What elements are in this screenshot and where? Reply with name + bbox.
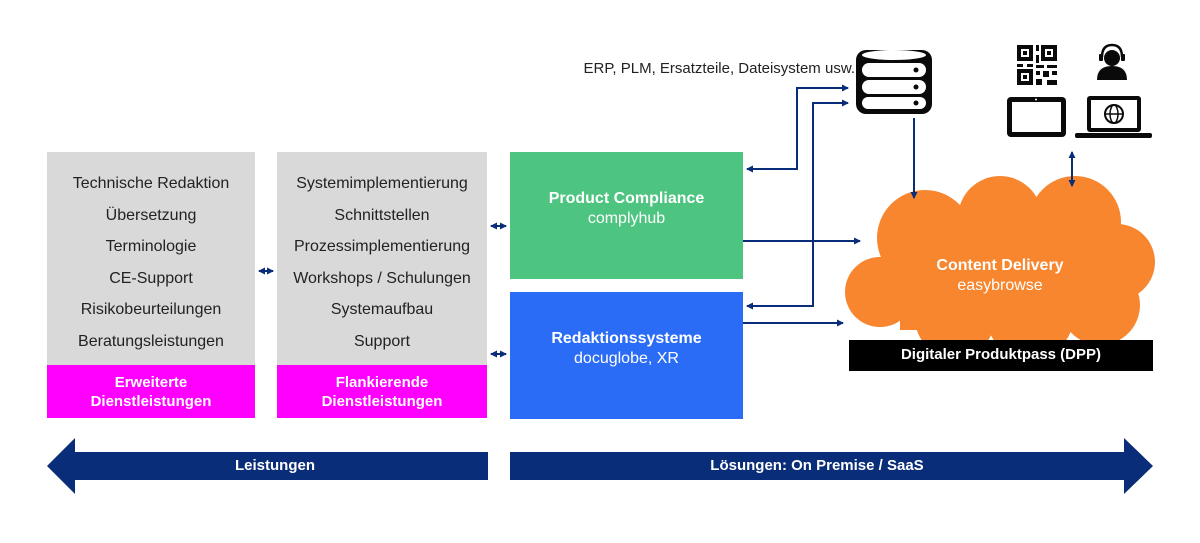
- services-right-footer: Flankierende Dienstleistungen: [277, 365, 487, 418]
- list-item: Übersetzung: [105, 206, 197, 224]
- list-item: Risikobeurteilungen: [80, 301, 222, 319]
- editorial-systems-box: Redaktionssysteme docuglobe, XR: [510, 292, 743, 419]
- product-compliance-subtitle: complyhub: [587, 209, 666, 227]
- bottom-right-label: Lösungen: On Premise / SaaS: [710, 457, 924, 474]
- sources-label: ERP, PLM, Ersatzteile, Dateisystem usw.: [583, 60, 856, 77]
- services-right-footer-line1: Flankierende: [335, 373, 429, 391]
- list-item: Technische Redaktion: [72, 175, 230, 192]
- list-item: Schnittstellen: [334, 206, 430, 224]
- list-item: Workshops / Schulungen: [293, 269, 471, 287]
- product-compliance-title: Product Compliance: [548, 189, 705, 207]
- content-delivery-cloud: [845, 176, 1155, 359]
- qr-code-icon: [1017, 45, 1057, 85]
- services-left-list: Technische Redaktion Übersetzung Termino…: [47, 168, 255, 358]
- services-left-footer-line1: Erweiterte: [114, 373, 188, 391]
- editorial-systems-subtitle: docuglobe, XR: [574, 349, 679, 367]
- content-delivery-subtitle: easybrowse: [957, 277, 1043, 294]
- product-compliance-box: Product Compliance complyhub: [510, 152, 743, 279]
- content-delivery-title: Content Delivery: [936, 257, 1064, 274]
- editorial-systems-title: Redaktionssysteme: [551, 329, 702, 347]
- list-item: Systemaufbau: [330, 301, 434, 319]
- services-right-box: [277, 152, 487, 365]
- database-icon: [856, 50, 932, 114]
- list-item: Terminologie: [105, 238, 197, 256]
- database-to-editorial-arrow: [746, 99, 849, 310]
- list-item: Systemimplementierung: [296, 175, 468, 192]
- services-right-list: Systemimplementierung Schnittstellen Pro…: [277, 168, 487, 358]
- support-agent-icon: [1097, 43, 1127, 80]
- list-item: Support: [353, 332, 411, 350]
- tablet-icon: [1007, 97, 1066, 137]
- database-to-compliance-arrow: [746, 84, 849, 173]
- list-item: CE-Support: [109, 269, 193, 287]
- bottom-left-label: Leistungen: [234, 457, 315, 474]
- services-left-box: [47, 152, 255, 365]
- content-delivery-text: Content Delivery easybrowse: [875, 256, 1125, 296]
- list-item: Prozessimplementierung: [293, 238, 471, 256]
- services-left-footer: Erweiterte Dienstleistungen: [47, 365, 255, 418]
- left-big-arrow: [47, 438, 488, 494]
- right-big-arrow: [510, 438, 1153, 494]
- laptop-globe-icon: [1075, 96, 1152, 138]
- services-left-footer-line2: Dienstleistungen: [90, 392, 212, 410]
- services-right-footer-line2: Dienstleistungen: [321, 392, 443, 410]
- list-item: Beratungsleistungen: [78, 332, 224, 350]
- dpp-label: Digitaler Produktpass (DPP): [849, 340, 1153, 371]
